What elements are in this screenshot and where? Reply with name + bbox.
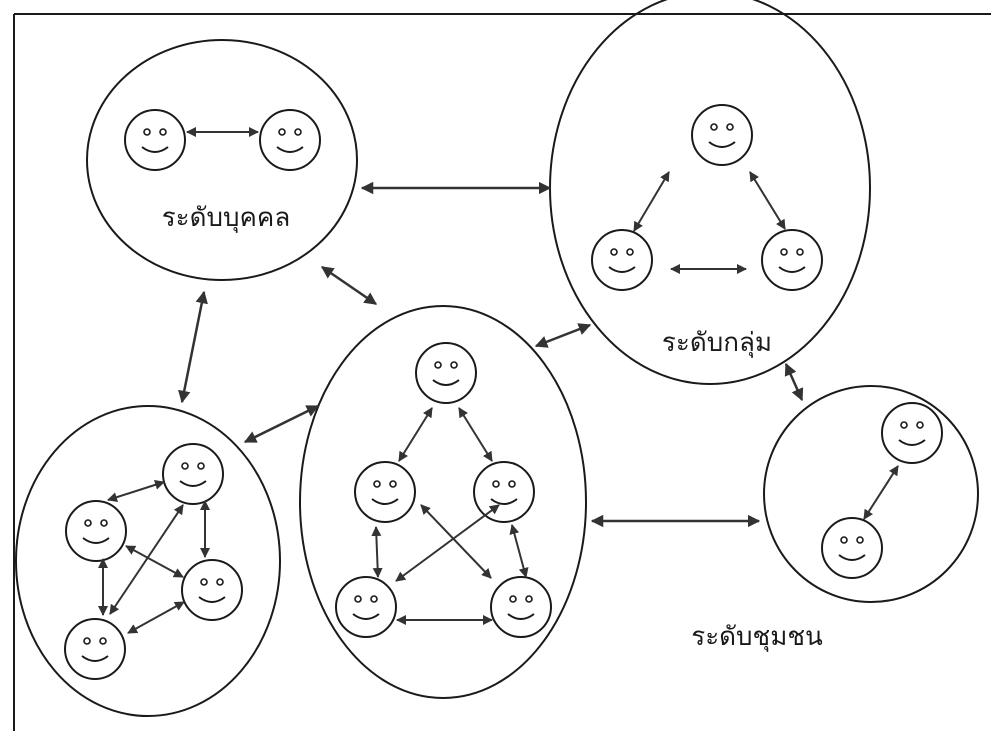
arrow-individual-center [320, 265, 378, 306]
arrow-group-right [784, 362, 804, 402]
community-left-ellipse [15, 405, 281, 717]
smiley-face-icon [490, 576, 552, 638]
frame-border [13, 13, 991, 731]
label-individual-level: ระดับบุคคล [162, 203, 291, 233]
smiley-face-icon [64, 618, 126, 680]
label-group-level: ระดับกลุ่ม [662, 328, 772, 358]
smiley-face-icon [259, 109, 321, 171]
smiley-face-icon [821, 517, 883, 579]
smiley-face-icon [881, 402, 943, 464]
community-right-ellipse [763, 385, 979, 603]
smiley-face-icon [415, 342, 477, 404]
smiley-face-icon [691, 104, 753, 166]
label-community-level: ระดับชุมชน [691, 622, 823, 652]
relation-arrows-levels [178, 181, 804, 528]
faces-layer [64, 104, 943, 680]
smiley-face-icon [761, 229, 823, 291]
smiley-face-icon [354, 461, 416, 523]
level-ellipses [15, 0, 979, 717]
community-center-ellipse [299, 305, 587, 699]
smiley-face-icon [65, 500, 127, 562]
smiley-face-icon [335, 576, 397, 638]
smiley-face-icon [591, 229, 653, 291]
smiley-face-icon [162, 443, 224, 505]
arrow-center-group [534, 323, 592, 348]
relation-arrows-inner [98, 127, 899, 634]
arrow-individual-left [178, 290, 208, 404]
individual-level-ellipse [86, 39, 358, 281]
smiley-face-icon [473, 461, 535, 523]
smiley-face-icon [124, 109, 186, 171]
arrow-center-left [243, 404, 320, 444]
smiley-face-icon [181, 559, 243, 621]
group-level-ellipse [549, 0, 871, 385]
